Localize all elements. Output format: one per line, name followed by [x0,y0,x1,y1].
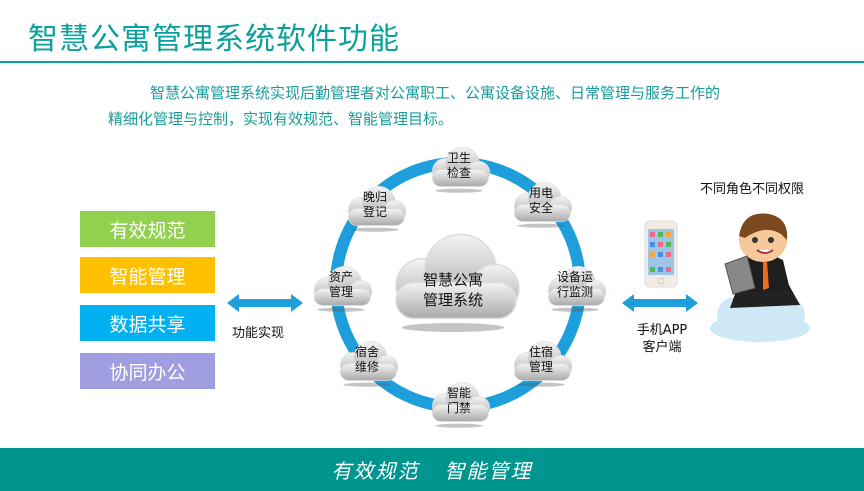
node-label: 管理 [328,285,353,299]
node-label: 维修 [354,360,379,374]
app-label-2: 客户端 [642,340,682,355]
businessman-illustration [710,213,810,342]
node-label: 卫生 [446,151,471,165]
node-late-return[interactable]: 晚归登记 [340,182,410,234]
node-label: 资产 [328,270,353,284]
pill-effective-norms: 有效规范 [80,211,215,247]
node-label: 宿舍 [354,345,379,359]
node-label: 管理 [528,360,553,374]
node-assets[interactable]: 资产管理 [306,262,376,314]
node-equipment-monitor[interactable]: 设备运行监测 [540,262,610,314]
pill-smart-management: 智能管理 [80,257,215,293]
node-label: 检查 [446,166,471,180]
node-label: 用电 [528,186,553,200]
node-hygiene[interactable]: 卫生检查 [424,143,494,195]
smartphone-icon [644,220,678,288]
footer-slogan: 有效规范 智能管理 [331,459,533,483]
node-accommodation[interactable]: 住宿管理 [506,337,576,389]
double-arrow-icon [227,294,303,312]
node-label: 住宿 [528,345,553,359]
node-label: 登记 [362,205,387,219]
center-cloud: 智慧公寓 管理系统 [378,226,528,336]
node-label: 设备运 [556,270,593,284]
pill-data-sharing: 数据共享 [80,305,215,341]
title-divider [0,61,864,63]
node-label: 行监测 [556,285,593,299]
double-arrow-icon [622,294,698,312]
footer-banner: 有效规范 智能管理 [0,448,864,491]
intro-line-2: 精细化管理与控制，实现有效规范、智能管理目标。 [108,110,454,128]
node-label: 智能 [446,386,471,400]
node-label: 晚归 [362,190,387,204]
page-title: 智慧公寓管理系统软件功能 [28,22,400,57]
function-label: 功能实现 [232,326,285,341]
center-line-2: 管理系统 [422,291,483,309]
center-line-1: 智慧公寓 [422,271,483,289]
app-label-1: 手机APP [636,323,688,338]
intro-line-1: 智慧公寓管理系统实现后勤管理者对公寓职工、公寓设备设施、日常管理与服务工作的 [150,84,721,102]
roles-label: 不同角色不同权限 [700,182,805,197]
node-access-control[interactable]: 智能门禁 [424,378,494,430]
node-label: 安全 [528,201,553,215]
node-electric-safety[interactable]: 用电安全 [506,178,576,230]
pill-collaboration: 协同办公 [80,353,215,389]
node-label: 门禁 [446,401,471,415]
node-dorm-repair[interactable]: 宿舍维修 [332,337,402,389]
